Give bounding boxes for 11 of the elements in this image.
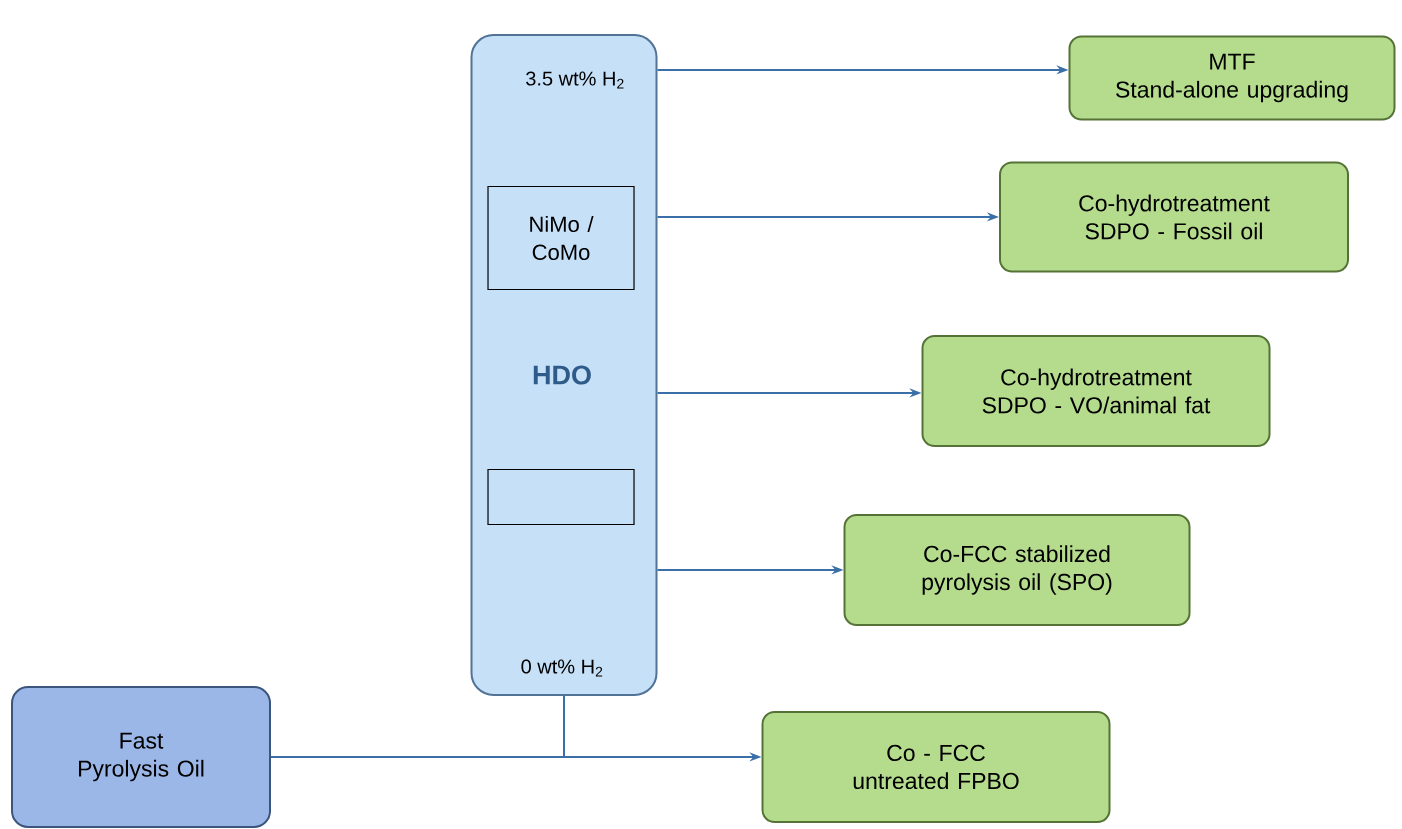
catalyst-box: NiMo / CoMo bbox=[487, 185, 635, 291]
hydrogen-label: 0 wt% H$_{2}$ bbox=[521, 659, 603, 677]
process-box: MTF Stand-alone upgrading bbox=[1068, 35, 1396, 121]
process-box: Co-hydrotreatment SDPO - Fossil oil bbox=[999, 161, 1349, 273]
feed-box: Fast Pyrolysis Oil bbox=[11, 686, 271, 828]
process-box: Co - FCC untreated FPBO bbox=[761, 711, 1111, 823]
process-box: Co-hydrotreatment SDPO - VO/animal fat bbox=[921, 335, 1271, 447]
hydrogen-label: 3.5 wt% H$_{2}$ bbox=[526, 71, 624, 89]
process-label: HDO bbox=[533, 365, 591, 385]
catalyst-box bbox=[487, 468, 635, 526]
process-box: Co-FCC stabilized pyrolysis oil (SPO) bbox=[843, 514, 1191, 626]
